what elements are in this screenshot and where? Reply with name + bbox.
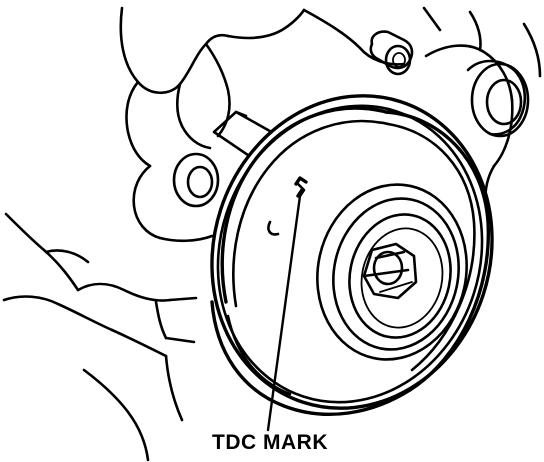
left-boss: [172, 152, 220, 208]
lower-left-lines: [2, 212, 198, 462]
tdc-mark-label: TDC MARK: [212, 431, 328, 454]
right-boss: [470, 62, 530, 138]
stud-bolt: [369, 30, 414, 76]
tdc-leader-line: [266, 194, 302, 432]
tdc-mark-notch: [294, 176, 308, 198]
engine-block-outline: [119, 6, 542, 243]
crankshaft-pulley: [210, 94, 494, 416]
pulley-bolt: [362, 242, 418, 300]
